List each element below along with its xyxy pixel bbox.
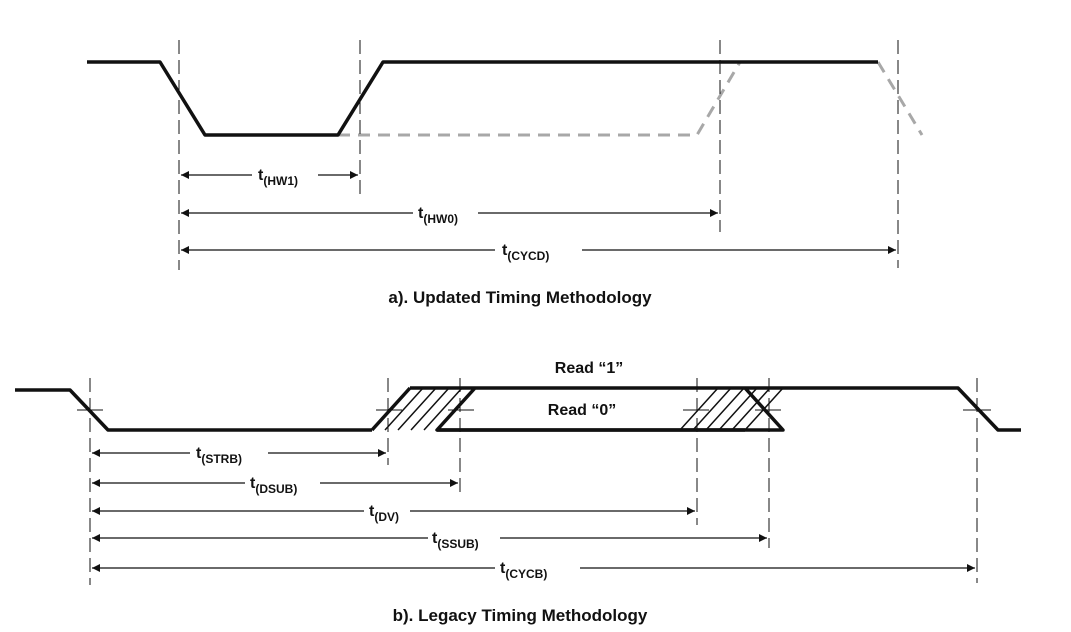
- param-sub: (DV): [374, 510, 399, 524]
- param-base: t: [432, 530, 438, 547]
- param-sub: (DSUB): [255, 482, 297, 496]
- param-base: t: [418, 205, 424, 222]
- param-base: t: [500, 560, 506, 577]
- param-label-hw0: t(HW0): [418, 205, 458, 226]
- param-label-strb: t(STRB): [196, 445, 242, 466]
- param-sub: (CYCB): [505, 567, 547, 581]
- param-sub: (CYCD): [507, 249, 549, 263]
- diagram-b-hatch-region-right: [679, 387, 784, 431]
- param-label-dv: t(DV): [369, 503, 399, 524]
- diagram-a: t(HW1) t(HW0) t(CYCD) a). Updated Timing…: [87, 40, 924, 307]
- param-label-ssub: t(SSUB): [432, 530, 479, 551]
- diagram-b-caption: b). Legacy Timing Methodology: [393, 606, 648, 625]
- diagram-a-signal-waveform: [87, 60, 878, 137]
- read-one-label: Read “1”: [555, 360, 623, 377]
- param-base: t: [369, 503, 375, 520]
- param-base: t: [258, 167, 264, 184]
- param-label-hw1: t(HW1): [258, 167, 298, 188]
- param-label-dsub: t(DSUB): [250, 475, 297, 496]
- param-sub: (HW0): [423, 212, 458, 226]
- param-base: t: [502, 242, 508, 259]
- param-sub: (SSUB): [437, 537, 478, 551]
- diagram-a-caption: a). Updated Timing Methodology: [388, 288, 652, 307]
- param-sub: (HW1): [263, 174, 298, 188]
- diagram-a-alternate-waveform: [338, 61, 924, 137]
- diagram-b-signal-waveform: [15, 386, 1021, 432]
- param-base: t: [250, 475, 256, 492]
- param-sub: (STRB): [201, 452, 242, 466]
- param-label-cycb: t(CYCB): [500, 560, 547, 581]
- diagram-b: Read “1” Read “0” t(STRB) t(DSUB) t(DV) …: [15, 360, 1021, 625]
- param-base: t: [196, 445, 202, 462]
- read-zero-label: Read “0”: [548, 402, 616, 419]
- param-label-cycd: t(CYCD): [502, 242, 549, 263]
